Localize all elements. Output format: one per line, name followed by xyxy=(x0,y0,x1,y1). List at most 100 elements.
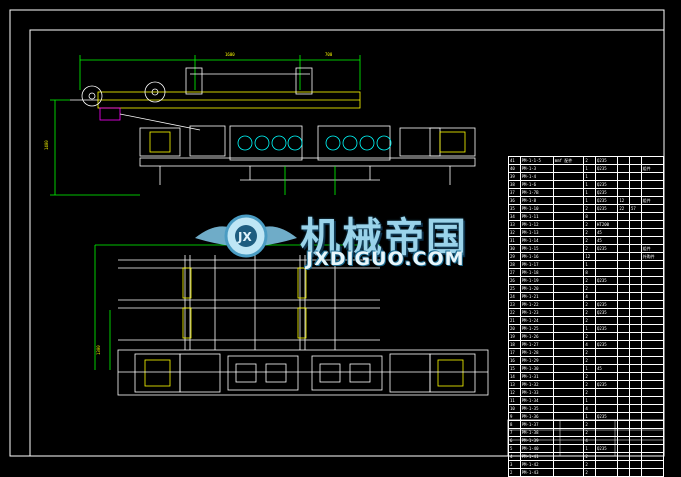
bom-cell: Q235 xyxy=(595,164,619,173)
bom-cell: 12 xyxy=(617,196,630,205)
bom-cell: 36 xyxy=(508,196,521,205)
bom-cell xyxy=(640,444,665,453)
bom-cell: 2 xyxy=(583,204,596,213)
bom-cell xyxy=(617,340,630,349)
bom-cell xyxy=(617,180,630,189)
bom-cell: 2 xyxy=(508,468,521,477)
bom-cell xyxy=(629,404,642,413)
bom-cell: Q235 xyxy=(595,308,619,317)
bom-cell xyxy=(640,332,665,341)
bom-cell: 21 xyxy=(508,316,521,325)
bom-cell xyxy=(640,324,665,333)
bom-cell xyxy=(617,244,630,253)
bom-cell xyxy=(629,364,642,373)
bom-cell: 6 xyxy=(508,436,521,445)
bom-cell: PM-1-12 xyxy=(519,220,554,229)
bom-cell: PM-1-34 xyxy=(519,396,554,405)
bom-cell: mmf 配件 xyxy=(552,156,585,165)
bom-cell xyxy=(617,268,630,277)
bom-cell xyxy=(552,404,585,413)
bom-cell: Q235 xyxy=(595,412,619,421)
bom-cell: 2 xyxy=(583,220,596,229)
bom-cell xyxy=(629,396,642,405)
bom-cell xyxy=(595,436,619,445)
bom-cell: Q235 xyxy=(595,380,619,389)
bom-cell xyxy=(640,372,665,381)
bom-cell xyxy=(617,292,630,301)
bom-cell: 11 xyxy=(508,396,521,405)
bom-cell xyxy=(617,436,630,445)
bom-cell xyxy=(629,220,642,229)
inner-border xyxy=(29,29,665,457)
bom-cell: 23 xyxy=(508,300,521,309)
bom-cell: 10 xyxy=(508,404,521,413)
bom-cell xyxy=(595,172,619,181)
bom-cell: 1 xyxy=(583,396,596,405)
bom-cell xyxy=(595,284,619,293)
bom-cell: PM-1-13 xyxy=(519,228,554,237)
bom-cell: 1 xyxy=(583,188,596,197)
bom-cell xyxy=(617,348,630,357)
bom-cell xyxy=(640,308,665,317)
bom-cell xyxy=(595,372,619,381)
bom-cell xyxy=(552,396,585,405)
bom-cell: 12 xyxy=(583,252,596,261)
bom-cell xyxy=(595,252,619,261)
bom-cell: Q235 xyxy=(595,244,619,253)
bom-cell: 35 xyxy=(508,204,521,213)
bom-cell: 34 xyxy=(508,212,521,221)
bom-cell xyxy=(617,372,630,381)
bom-cell xyxy=(617,276,630,285)
bom-cell xyxy=(552,308,585,317)
bom-cell: 2 xyxy=(583,460,596,469)
bom-cell xyxy=(640,180,665,189)
bom-cell: 1 xyxy=(583,412,596,421)
bom-cell xyxy=(617,260,630,269)
bom-cell: PM-1-31 xyxy=(519,372,554,381)
bom-cell: 2 xyxy=(583,316,596,325)
bom-cell xyxy=(552,236,585,245)
bom-cell xyxy=(617,380,630,389)
bom-cell: Q235 xyxy=(595,300,619,309)
bom-cell xyxy=(617,444,630,453)
bom-cell: PM-1-4 xyxy=(519,172,554,181)
bom-cell: Q235 xyxy=(595,204,619,213)
bom-cell: 2 xyxy=(583,380,596,389)
bom-cell xyxy=(595,348,619,357)
bom-cell xyxy=(640,260,665,269)
bom-cell xyxy=(617,236,630,245)
dim-text-top-left: 1600 xyxy=(225,52,235,57)
bom-cell: HT200 xyxy=(595,220,619,229)
bom-cell xyxy=(640,228,665,237)
bom-cell: 13 xyxy=(508,380,521,389)
bom-cell xyxy=(629,228,642,237)
bom-cell: PM-1-33 xyxy=(519,388,554,397)
bom-cell xyxy=(640,412,665,421)
bom-cell xyxy=(629,356,642,365)
bom-cell xyxy=(629,428,642,437)
bom-cell: PM-1-19 xyxy=(519,276,554,285)
bom-cell: PM-1-30 xyxy=(519,364,554,373)
bom-cell xyxy=(552,364,585,373)
bom-cell xyxy=(595,452,619,461)
bom-cell xyxy=(629,380,642,389)
bom-cell: 组件 xyxy=(640,196,665,205)
bom-cell xyxy=(617,356,630,365)
bom-cell xyxy=(640,396,665,405)
bom-cell: PM-1-8 xyxy=(519,196,554,205)
bom-cell: PM-1-7B xyxy=(519,188,554,197)
bom-cell: 28 xyxy=(508,260,521,269)
bom-cell: 1 xyxy=(583,324,596,333)
